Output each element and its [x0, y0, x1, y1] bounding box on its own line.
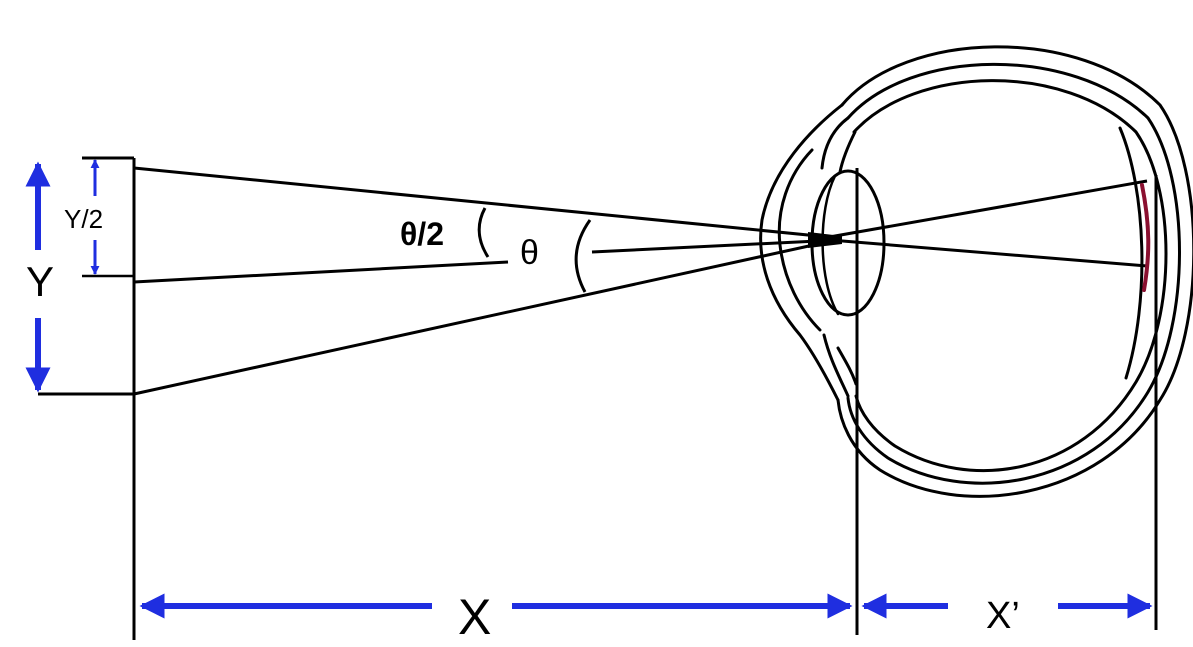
labels: Y Y/2 θ/2 θ X X’ [26, 204, 1020, 645]
eye-retina [1118, 126, 1144, 380]
eye-iris-lower [822, 333, 858, 398]
eye-cornea-outer [759, 103, 844, 402]
eye-iris-upper [820, 116, 857, 174]
eye-sclera-inner [852, 79, 1168, 473]
eye-cornea-inner [777, 148, 822, 332]
object-height-label: Y [26, 258, 54, 305]
ray-top [133, 166, 819, 238]
object-distance-label: X [458, 589, 491, 645]
eye-sclera-middle [846, 62, 1181, 485]
ray-inside-upper [817, 179, 1148, 241]
ray-bottom [133, 242, 819, 396]
eye-nodal-point [808, 232, 842, 248]
eye-sclera-outer [836, 45, 1193, 498]
reference-lines [855, 168, 1158, 635]
ray-middle [133, 260, 509, 284]
eye-retina-accent [1140, 183, 1151, 292]
image-distance-label: X’ [986, 595, 1020, 637]
ray-inside-lower [817, 237, 1148, 268]
angle-arcs [477, 207, 592, 293]
full-angle-arc [574, 219, 592, 293]
half-height-label: Y/2 [64, 204, 103, 234]
half-angle-arc [477, 207, 490, 258]
object [38, 156, 136, 640]
dimension-arrows [25, 159, 1153, 619]
angle-label: θ [520, 234, 539, 272]
rays [133, 166, 1148, 396]
half-angle-label: θ/2 [400, 216, 444, 252]
eye [759, 45, 1193, 498]
